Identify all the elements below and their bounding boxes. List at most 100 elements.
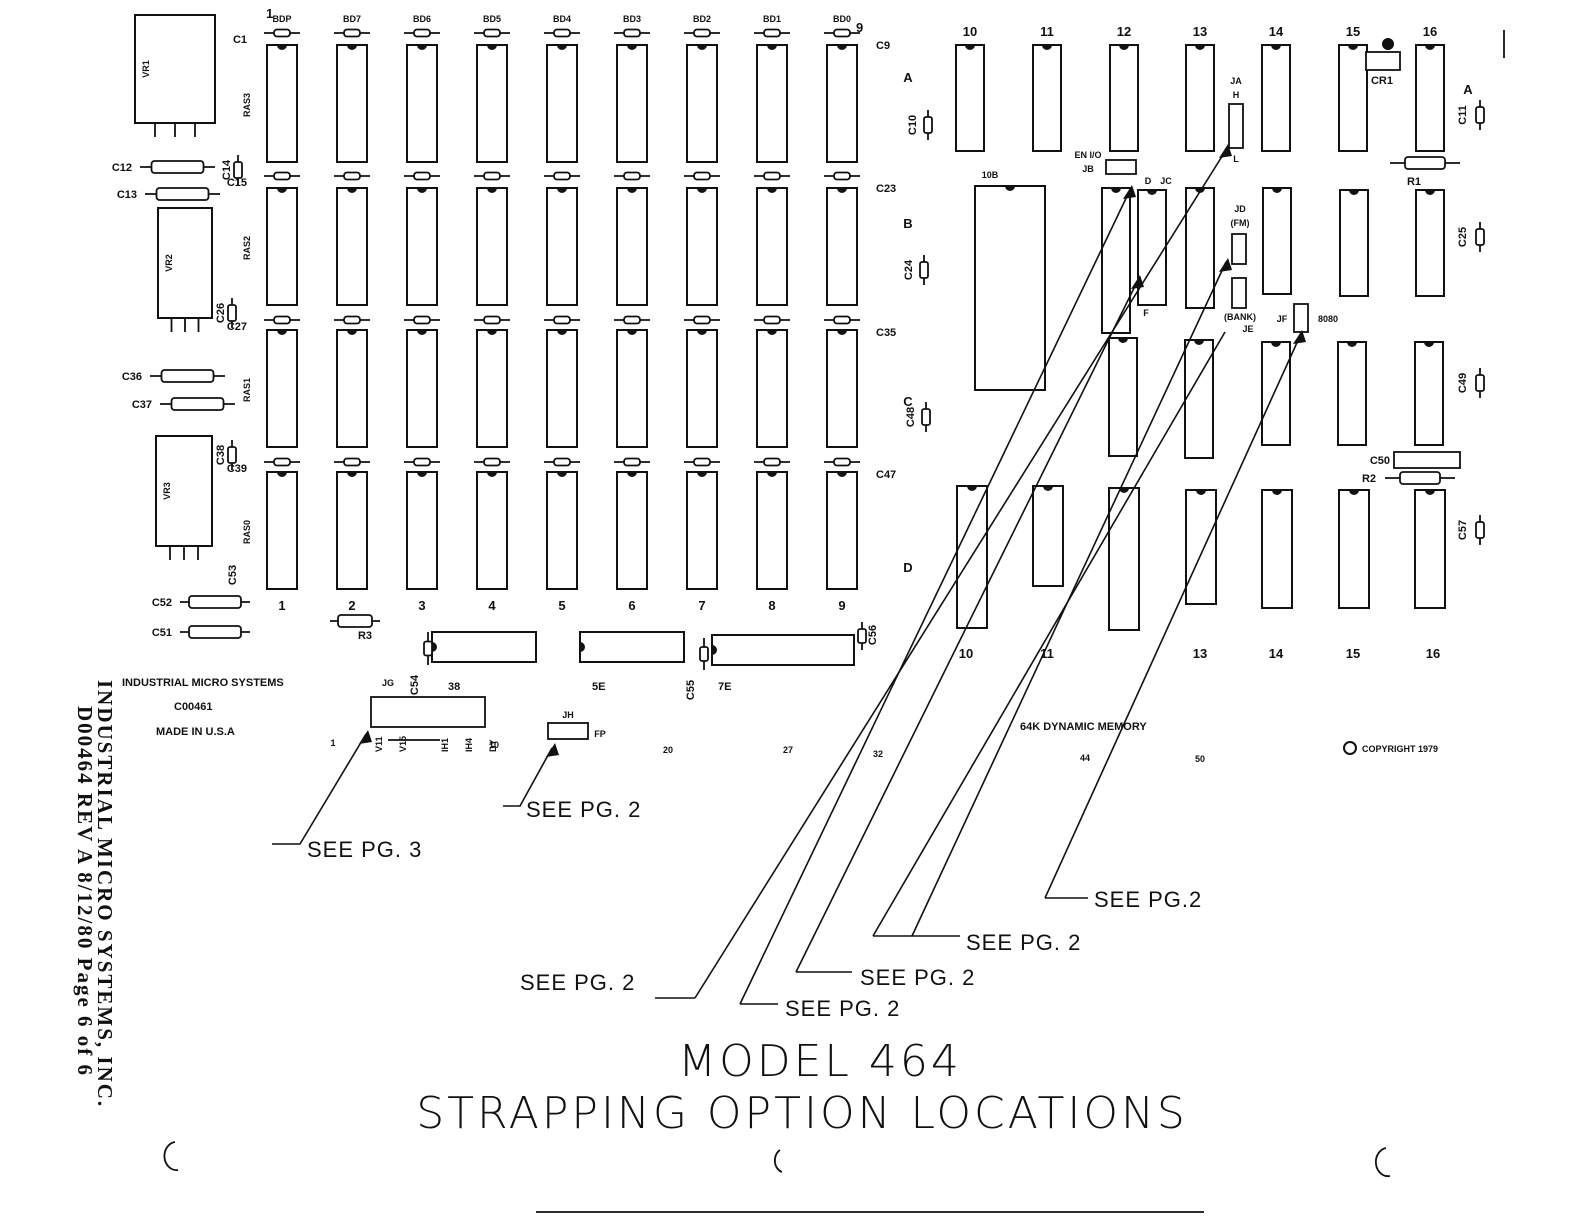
decoupling-cap-3-2-body xyxy=(413,171,431,181)
logic-chip-a-12-body xyxy=(1109,44,1139,152)
leader-pg3 xyxy=(272,733,367,845)
edge-pin-44: 44 xyxy=(1080,753,1090,763)
ram-chip-9-4-body xyxy=(826,471,858,590)
jumper-jg-pin-v15: V15 xyxy=(398,736,408,752)
decoupling-cap-7-2-body xyxy=(693,171,711,181)
ram-chip-6-4-body xyxy=(616,471,648,590)
logic-chip-a-16 xyxy=(1415,44,1445,152)
decoupling-cap-4-4 xyxy=(474,457,510,467)
logic-chip-c-2-body xyxy=(1184,339,1214,459)
label-c37: C37 xyxy=(132,399,152,411)
logic-chip-d-4-body xyxy=(1185,489,1217,605)
silkscreen-made-in: MADE IN U.S.A xyxy=(156,726,235,738)
ram-chip-1-3-body xyxy=(266,329,298,448)
logic-chip-a-11 xyxy=(1032,44,1062,152)
regulator-vr1 xyxy=(134,14,216,137)
component-r3 xyxy=(330,614,380,628)
ram-chip-4-2-body xyxy=(476,187,508,306)
jumper-je xyxy=(1231,277,1247,309)
leader-jb xyxy=(739,189,1131,1005)
logic-chip-a-11-notch xyxy=(1042,45,1052,50)
jumper-label-jb: JB xyxy=(1082,164,1094,174)
decoupling-cap-9-3 xyxy=(824,315,860,325)
decoupling-cap-5-1-body xyxy=(553,28,571,38)
callout-pg2-jh: SEE PG. 2 xyxy=(526,797,641,822)
jumper-label-jh-fp: FP xyxy=(594,729,606,739)
label-c55: C55 xyxy=(685,680,697,700)
header-jh xyxy=(547,722,589,740)
ras-label-ras1: RAS1 xyxy=(242,378,252,402)
label-c12: C12 xyxy=(112,162,132,174)
leader-ja xyxy=(694,149,1227,999)
bit-label-bdp: BDP xyxy=(272,14,291,24)
ram-chip-9-2-notch xyxy=(837,188,847,193)
ram-column-label-2: 2 xyxy=(348,598,355,613)
ram-chip-7-2-body xyxy=(686,187,718,306)
ram-chip-7-4-body xyxy=(686,471,718,590)
ram-chip-1-2 xyxy=(266,187,298,306)
ram-chip-9-3 xyxy=(826,329,858,448)
component-c10-body xyxy=(923,116,933,134)
logic-chip-a-16-notch xyxy=(1425,45,1435,50)
ras-label-ras2: RAS2 xyxy=(242,236,252,260)
ram-chip-2-3 xyxy=(336,329,368,448)
decoupling-cap-7-3-body xyxy=(693,315,711,325)
jumper-label-jc-d: D xyxy=(1145,176,1152,186)
component-c26 xyxy=(227,298,237,328)
logic-chip-b-5 xyxy=(1339,189,1369,297)
component-c57-body xyxy=(1475,521,1485,539)
component-c13-body xyxy=(155,187,210,201)
regulator-vr3 xyxy=(155,435,213,560)
ram-chip-3-2-notch xyxy=(417,188,427,193)
label-c38: C38 xyxy=(215,445,227,465)
jumper-label-jh: JH xyxy=(562,710,574,720)
logic-chip-b-2 xyxy=(1137,189,1167,306)
ram-column-label-4: 4 xyxy=(488,598,496,613)
silkscreen-copyright: COPYRIGHT 1979 xyxy=(1362,744,1438,754)
decoupling-cap-8-2 xyxy=(754,171,790,181)
arrow-ja xyxy=(1219,144,1232,158)
ram-chip-9-4 xyxy=(826,471,858,590)
edge-pin-32: 32 xyxy=(873,749,883,759)
ram-chip-5-2-notch xyxy=(557,188,567,193)
decoupling-cap-8-4 xyxy=(754,457,790,467)
bit-label-bd7: BD7 xyxy=(343,14,361,24)
cap-label-c35: C35 xyxy=(876,327,896,339)
ram-chip-8-4-notch xyxy=(767,472,777,477)
decoupling-cap-6-4 xyxy=(614,457,650,467)
ram-column-label-1: 1 xyxy=(278,598,285,613)
component-c38 xyxy=(227,440,237,470)
logic-chip-a-12 xyxy=(1109,44,1139,152)
ic-5e xyxy=(579,631,685,663)
logic-chip-a-16-body xyxy=(1415,44,1445,152)
component-r3-body xyxy=(337,614,373,628)
decoupling-cap-6-3-body xyxy=(623,315,641,325)
ic-38 xyxy=(431,631,537,663)
label-c26: C26 xyxy=(215,303,227,323)
ram-column-label-5: 5 xyxy=(558,598,565,613)
ram-chip-3-2-body xyxy=(406,187,438,306)
ram-column-label-9: 9 xyxy=(838,598,845,613)
component-c48-body xyxy=(921,408,931,426)
side-text-company: INDUSTRIAL MICRO SYSTEMS, INC. xyxy=(93,680,117,1108)
ram-chip-3-2 xyxy=(406,187,438,306)
decoupling-cap-6-2-body xyxy=(623,171,641,181)
jumper-label-en-io: EN I/O xyxy=(1074,150,1101,160)
ic-label-7e: 7E xyxy=(718,681,731,693)
logic-column-label-13: 13 xyxy=(1193,24,1207,39)
decoupling-cap-7-1-body xyxy=(693,28,711,38)
ram-chip-4-4-body xyxy=(476,471,508,590)
decoupling-cap-9-3-body xyxy=(833,315,851,325)
regulator-label-vr1: VR1 xyxy=(141,60,151,78)
logic-chip-b-3-body xyxy=(1185,187,1215,309)
logic-column-label-14: 14 xyxy=(1269,24,1284,39)
ras-label-ras0: RAS0 xyxy=(242,520,252,544)
label-c54: C54 xyxy=(409,674,421,695)
logic-chip-d-7 xyxy=(1414,489,1446,609)
ram-chip-6-3-notch xyxy=(627,330,637,335)
ram-chip-1-1-notch xyxy=(277,45,287,50)
decoupling-cap-5-2 xyxy=(544,171,580,181)
title-strapping: STRAPPING OPTION LOCATIONS xyxy=(416,1088,1188,1139)
